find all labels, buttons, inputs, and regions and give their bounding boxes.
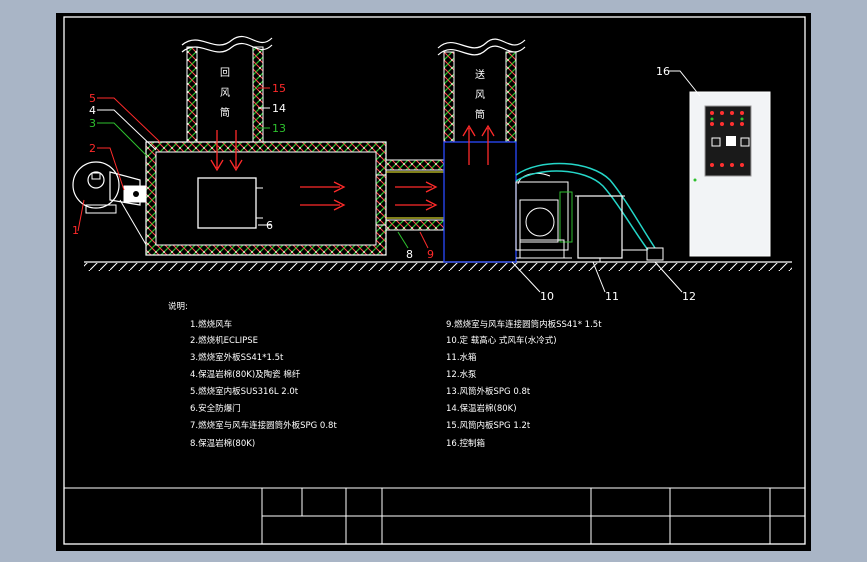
callout-1: 1: [72, 224, 79, 237]
legend-item-3: 3.燃烧室外板SS41*1.5t: [190, 352, 284, 363]
callout-12: 12: [682, 290, 696, 303]
legend-item-10: 10.定 载高心 式风车(水冷式): [446, 335, 557, 346]
legend: 说明: 1.燃烧风车 2.燃烧机ECLIPSE 3.燃烧室外板SS41*1.5t…: [168, 301, 602, 449]
legend-item-13: 13.风筒外板SPG 0.8t: [446, 386, 531, 397]
supply-duct: [437, 38, 526, 263]
callout-9: 9: [427, 248, 434, 261]
callout-3: 3: [89, 117, 96, 130]
exhaust-duct-label: 回 风 筒: [220, 67, 230, 119]
callout-labels: 1 2 3 4 5 6 8 9 10 11 12 13 14 15 16: [72, 65, 696, 303]
water-tank: [575, 195, 625, 262]
legend-title: 说明:: [168, 301, 188, 312]
exhaust-duct-label-1: 回: [220, 67, 230, 79]
legend-item-15: 15.风筒内板SPG 1.2t: [446, 420, 531, 431]
cooling-pipe: [515, 162, 656, 251]
legend-item-12: 12.水泵: [446, 369, 477, 380]
leader-lines: [77, 70, 701, 293]
ground: [84, 261, 792, 271]
title-block: [63, 487, 806, 545]
callout-5: 5: [89, 92, 96, 105]
combustion-blower: [72, 161, 149, 249]
exhaust-duct-label-2: 风: [220, 87, 230, 99]
legend-item-5: 5.燃烧室内板SUS316L 2.0t: [190, 386, 299, 397]
supply-duct-label: 送 风 筒: [475, 68, 485, 121]
legend-item-9: 9.燃烧室与风车连接圆筒内板SS41* 1.5t: [446, 319, 602, 330]
control-cabinet: [689, 91, 771, 257]
callout-4: 4: [89, 104, 96, 117]
callout-14: 14: [272, 102, 286, 115]
legend-item-1: 1.燃烧风车: [190, 319, 232, 330]
exhaust-duct: [181, 35, 273, 172]
legend-item-2: 2.燃烧机ECLIPSE: [190, 335, 258, 346]
combustion-chamber: [145, 141, 387, 256]
explosion-door: [197, 177, 263, 229]
callout-13: 13: [272, 122, 286, 135]
legend-item-14: 14.保温岩棉(80K): [446, 403, 517, 414]
callout-11: 11: [605, 290, 619, 303]
legend-item-4: 4.保温岩棉(80K)及陶瓷 棉纤: [190, 369, 301, 380]
legend-item-8: 8.保温岩棉(80K): [190, 438, 255, 449]
callout-10: 10: [540, 290, 554, 303]
legend-item-7: 7.燃烧室与风车连接圆筒外板SPG 0.8t: [190, 420, 337, 431]
water-pump: [622, 247, 664, 261]
legend-item-11: 11.水箱: [446, 352, 477, 363]
callout-6: 6: [266, 219, 273, 232]
drawing-sheet: [56, 13, 811, 551]
legend-item-16: 16.控制箱: [446, 438, 486, 449]
exhaust-duct-label-3: 筒: [220, 106, 230, 119]
supply-duct-label-2: 风: [475, 89, 485, 101]
callout-2: 2: [89, 142, 96, 155]
callout-8: 8: [406, 248, 413, 261]
flow-arrows-chamber: [300, 181, 438, 211]
callout-15: 15: [272, 82, 286, 95]
centrifugal-fan: [515, 172, 573, 259]
supply-duct-label-3: 筒: [475, 108, 485, 121]
legend-item-6: 6.安全防爆门: [190, 403, 241, 414]
supply-duct-label-1: 送: [475, 68, 485, 81]
callout-16: 16: [656, 65, 670, 78]
